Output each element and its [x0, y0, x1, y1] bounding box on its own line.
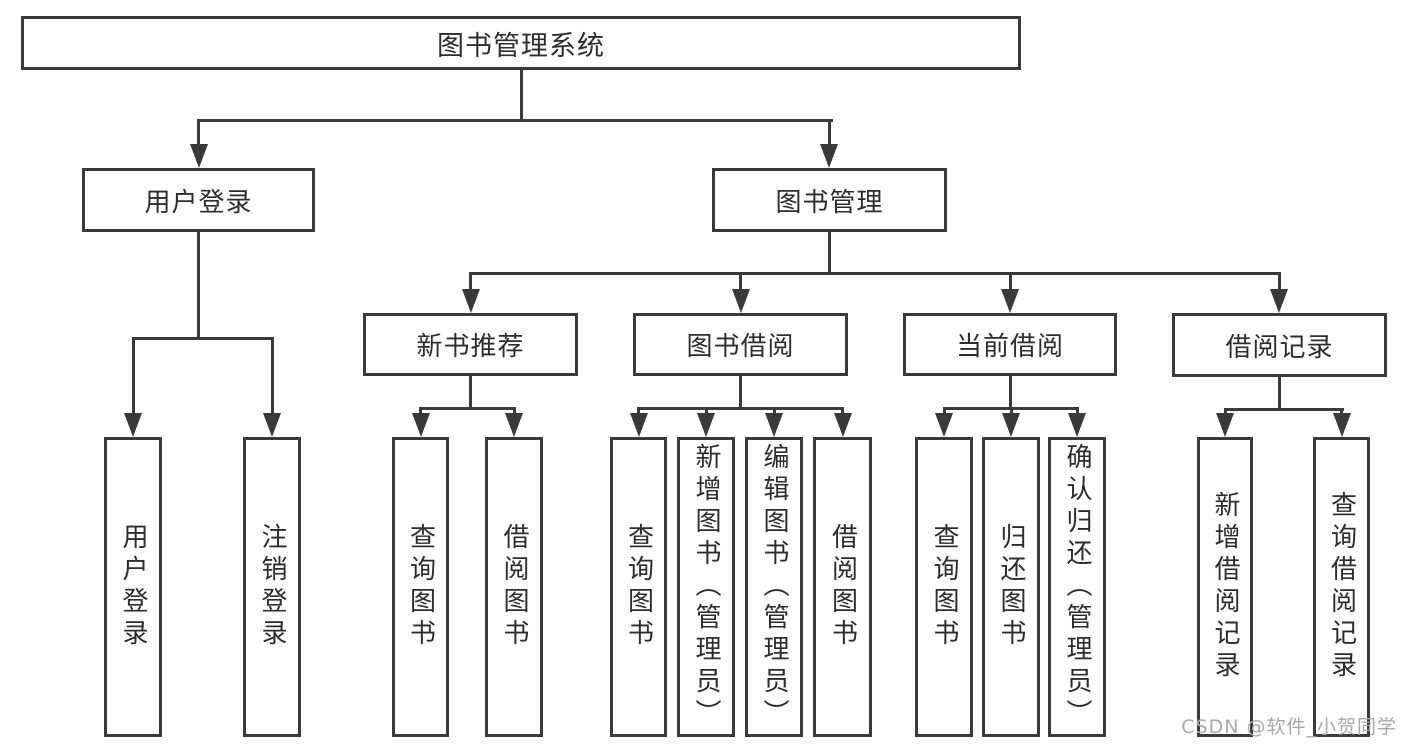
connector-line [419, 407, 516, 410]
connector-line [1278, 377, 1281, 411]
connector-line [520, 70, 523, 122]
connector-line [132, 337, 135, 417]
arrow-down-icon [697, 413, 715, 437]
arrow-down-icon [124, 413, 142, 437]
leaf-borrow-edit-admin: 编辑图书（管理员） [745, 437, 803, 737]
arrow-down-icon [190, 144, 208, 168]
arrow-down-icon [732, 289, 750, 313]
connector-line [637, 407, 844, 410]
arrow-down-icon [1333, 413, 1351, 437]
connector-line [197, 232, 200, 340]
leaf-newbook-borrow: 借阅图书 [485, 437, 543, 737]
connector-line [1009, 376, 1012, 410]
leaf-user-login: 用户登录 [104, 437, 162, 737]
leaf-current-return: 归还图书 [982, 437, 1040, 737]
leaf-borrow-add-admin: 新增图书（管理员） [677, 437, 735, 737]
arrow-down-icon [1002, 413, 1020, 437]
leaf-record-query: 查询借阅记录 [1313, 437, 1370, 737]
arrow-down-icon [834, 413, 852, 437]
connector-line [271, 337, 274, 417]
arrow-down-icon [765, 413, 783, 437]
connector-line [1010, 407, 1013, 417]
connector-line [705, 407, 708, 417]
connector-line [132, 337, 274, 340]
node-user-login: 用户登录 [82, 168, 315, 232]
connector-line [1009, 272, 1012, 292]
node-new-book-recommend: 新书推荐 [363, 313, 578, 376]
connector-line [513, 407, 516, 417]
connector-line [828, 232, 831, 275]
connector-line [1076, 407, 1079, 417]
arrow-down-icon [412, 413, 430, 437]
leaf-borrow-query: 查询图书 [610, 437, 667, 737]
node-book-borrow: 图书借阅 [633, 313, 848, 376]
node-current-borrow: 当前借阅 [903, 313, 1117, 376]
connector-line [469, 272, 472, 292]
node-root: 图书管理系统 [21, 16, 1021, 70]
arrow-down-icon [1216, 413, 1234, 437]
connector-line [637, 407, 640, 417]
connector-line [197, 119, 833, 122]
connector-line [739, 376, 742, 410]
node-borrow-records: 借阅记录 [1172, 313, 1387, 377]
leaf-record-add: 新增借阅记录 [1197, 437, 1253, 737]
arrow-down-icon [462, 289, 480, 313]
connector-line [943, 407, 946, 417]
arrow-down-icon [1270, 289, 1288, 313]
connector-line [1278, 272, 1281, 292]
connector-line [469, 272, 1281, 275]
leaf-newbook-query: 查询图书 [392, 437, 449, 737]
csdn-watermark: CSDN @软件_小贺同学 [1181, 716, 1397, 738]
connector-line [739, 272, 742, 292]
leaf-current-query: 查询图书 [915, 437, 973, 737]
leaf-logout: 注销登录 [243, 437, 301, 737]
connector-line [197, 119, 200, 149]
arrow-down-icon [820, 144, 838, 168]
connector-line [841, 407, 844, 417]
connector-line [828, 119, 831, 149]
arrow-down-icon [1068, 413, 1086, 437]
node-book-management: 图书管理 [712, 168, 947, 232]
connector-line [1340, 408, 1343, 417]
connector-line [1224, 408, 1344, 411]
arrow-down-icon [630, 413, 648, 437]
connector-line [773, 407, 776, 417]
arrow-down-icon [263, 413, 281, 437]
arrow-down-icon [1001, 289, 1019, 313]
connector-line [469, 376, 472, 410]
arrow-down-icon [505, 413, 523, 437]
connector-line [419, 407, 422, 417]
leaf-current-confirm-admin: 确认归还（管理员） [1048, 437, 1106, 737]
connector-line [1224, 408, 1227, 417]
leaf-borrow-borrow: 借阅图书 [813, 437, 872, 737]
arrow-down-icon [935, 413, 953, 437]
